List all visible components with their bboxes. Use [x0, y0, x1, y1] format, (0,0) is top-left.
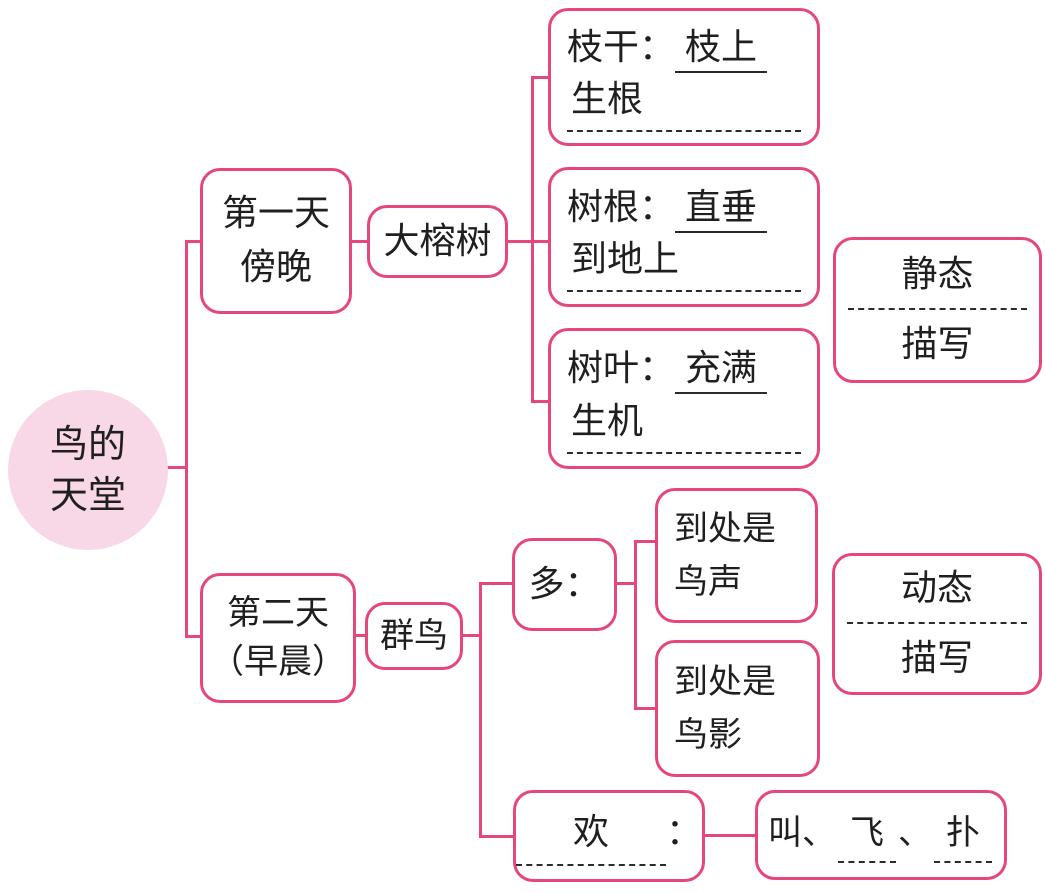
bird-shadow-line2: 鸟影 [674, 714, 742, 755]
node-bird-shadow: 到处是 鸟影 [655, 640, 820, 777]
action-pu-blank: 扑 [934, 808, 992, 863]
connector-to-many [479, 582, 514, 585]
connector-to-twigs [531, 76, 550, 79]
roots-answer-blank: 直垂 [675, 186, 768, 233]
node-huan: 欢： [513, 790, 705, 882]
connector-to-day1 [185, 240, 202, 243]
connector-trunk-vertical [185, 240, 188, 638]
connector-banyan-vertical [531, 76, 534, 403]
huan-answer-blank: 欢 [516, 806, 666, 866]
static-caption: 描写 [901, 324, 974, 365]
connector-huan-actions [705, 834, 757, 837]
banyan-label: 大榕树 [383, 220, 492, 262]
day1-label-line2: 傍晚 [239, 247, 312, 288]
node-many: 多： [512, 538, 617, 631]
node-twigs: 枝干：枝上 生根 [548, 8, 820, 146]
leaves-label: 树叶： [567, 348, 676, 390]
connector-many-children [617, 582, 637, 585]
connector-birds-vertical [479, 582, 482, 838]
action-jiao: 叫、 [768, 812, 836, 853]
connector-to-bird-shadow [634, 707, 657, 710]
connector-day2-birds [355, 634, 367, 637]
bird-flock-label: 群鸟 [380, 615, 448, 656]
node-tree-leaves: 树叶：充满 生机 [548, 328, 820, 469]
node-bird-flock: 群鸟 [365, 602, 463, 670]
node-day1-evening: 第一天 傍晚 [200, 168, 352, 314]
bird-sound-line1: 到处是 [674, 508, 776, 549]
node-bird-sound: 到处是 鸟声 [655, 488, 818, 623]
many-label: 多： [528, 563, 601, 605]
bird-sound-line2: 鸟声 [674, 561, 742, 602]
twigs-answer-blank-2: 生根 [567, 74, 801, 133]
twigs-label: 枝干： [567, 26, 676, 68]
dynamic-answer-blank: 动态 [847, 562, 1027, 624]
leaves-answer-blank: 充满 [675, 348, 768, 395]
connector-to-huan [479, 835, 515, 838]
action-separator: 、 [898, 812, 932, 853]
node-tree-roots: 树根：直垂 到地上 [548, 167, 820, 307]
node-day2-morning: 第二天 （早晨） [200, 573, 356, 703]
roots-label: 树根： [567, 186, 676, 228]
day1-label-line1: 第一天 [221, 193, 330, 234]
connector-to-bird-sound [634, 540, 657, 543]
root-label-line2: 天堂 [49, 473, 126, 517]
connector-to-leaves [531, 400, 550, 403]
connector-birds-children [463, 634, 481, 637]
roots-answer-blank-2: 到地上 [567, 234, 801, 293]
connector-day1-banyan [352, 240, 369, 243]
dynamic-caption: 描写 [900, 638, 973, 679]
day2-label-line1: 第二天 [227, 592, 329, 633]
connector-root-trunk [160, 466, 188, 469]
day2-label-line2: （早晨） [210, 642, 346, 682]
node-actions: 叫、飞、扑 [755, 790, 1007, 880]
leaves-answer-blank-2: 生机 [567, 396, 801, 454]
static-answer-blank: 静态 [848, 248, 1027, 310]
node-dynamic-description: 动态 描写 [832, 553, 1042, 695]
connector-banyan-children [507, 240, 550, 243]
root-node-birds-paradise: 鸟的 天堂 [8, 390, 168, 550]
action-fei-blank: 飞 [838, 808, 896, 863]
connector-to-day2 [185, 635, 202, 638]
twigs-answer-blank: 枝上 [675, 26, 768, 73]
node-banyan-tree: 大榕树 [367, 205, 508, 278]
huan-colon: ： [666, 812, 703, 853]
connector-many-vertical [634, 540, 637, 710]
root-label-line1: 鸟的 [49, 421, 126, 466]
bird-shadow-line1: 到处是 [674, 661, 776, 702]
node-static-description: 静态 描写 [833, 237, 1042, 383]
